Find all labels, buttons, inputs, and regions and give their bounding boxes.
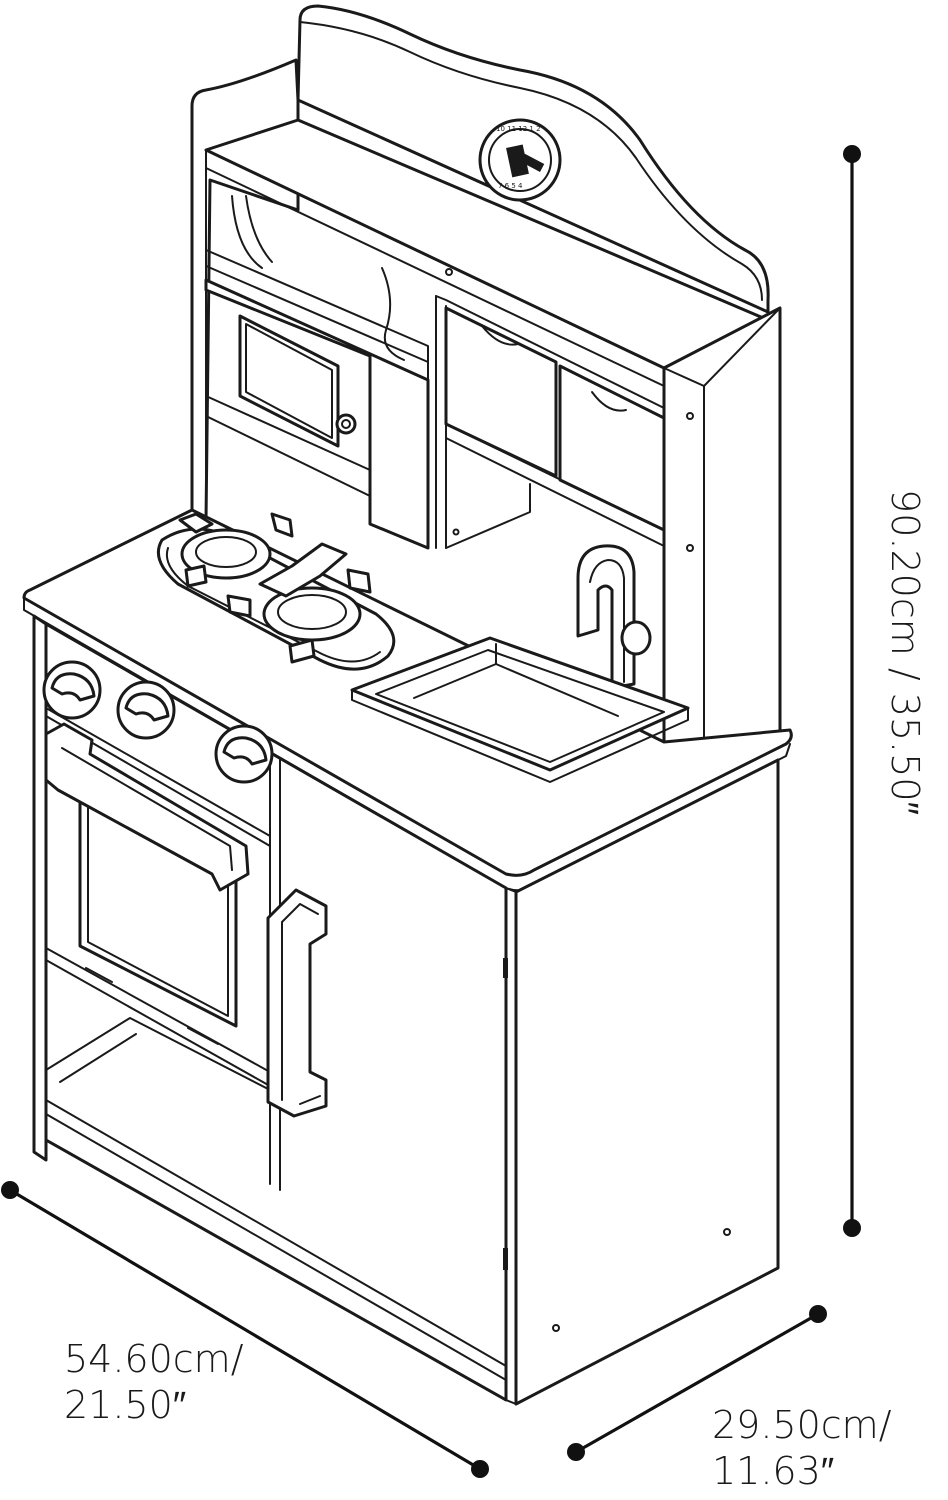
- svg-text:10 11 12 1 2: 10 11 12 1 2: [496, 125, 541, 133]
- knob-icon: [214, 724, 274, 784]
- sink-icon: [350, 636, 690, 783]
- height-label: 90.20cm / 35.50″: [882, 489, 928, 815]
- depth-metric: 29.50cm/: [712, 1403, 892, 1447]
- oven-door: [44, 707, 271, 1087]
- width-metric: 54.60cm/: [64, 1337, 244, 1381]
- stovetop: [157, 512, 396, 671]
- width-imperial: 21.50″: [64, 1383, 187, 1428]
- door-handle: [266, 888, 328, 1118]
- clock-icon: 10 11 12 1 2 7 6 5 4: [478, 118, 562, 202]
- depth-imperial: 11.63″: [712, 1449, 835, 1494]
- burner-icon: [226, 542, 372, 664]
- paper-towel: [231, 195, 405, 361]
- faucet-icon: [576, 544, 652, 690]
- knob-icon: [116, 680, 176, 740]
- knob-icon: [42, 660, 102, 720]
- depth-label: 29.50cm/ 11.63″: [712, 1402, 892, 1495]
- height-text: 90.20cm / 35.50″: [883, 489, 928, 815]
- hutch-cubbies: [435, 295, 666, 549]
- burner-icon: [178, 512, 294, 588]
- width-dimension-line: [1, 1181, 489, 1478]
- height-dimension-line: [843, 145, 861, 1237]
- width-label: 54.60cm/ 21.50″: [64, 1336, 244, 1429]
- depth-dimension-line: [567, 1305, 827, 1461]
- svg-text:7 6 5 4: 7 6 5 4: [498, 182, 523, 190]
- microwave: [204, 278, 430, 550]
